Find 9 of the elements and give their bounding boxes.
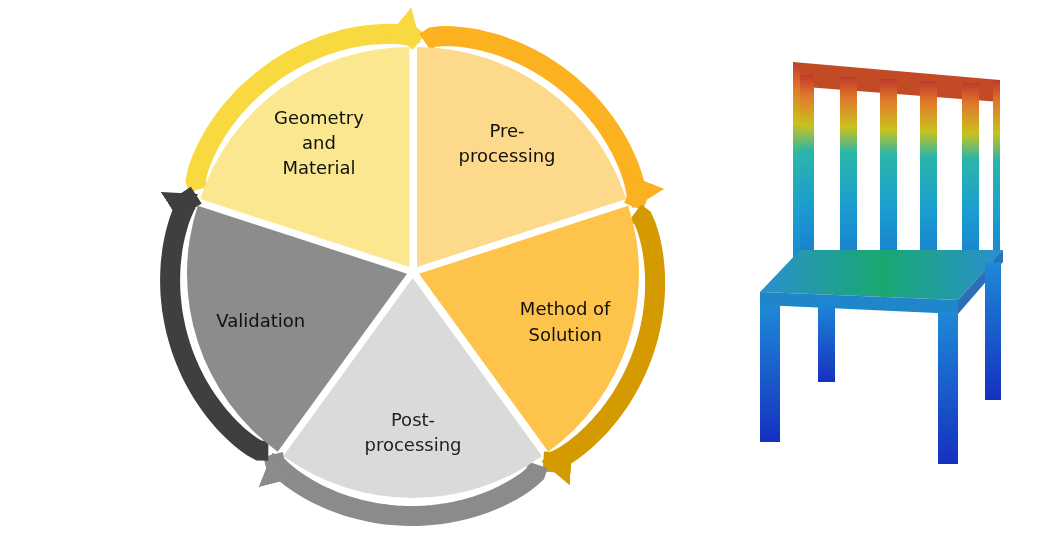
sector-label: Pre- processing [457, 118, 557, 168]
curved-arrow [541, 204, 666, 486]
curved-arrow [160, 186, 270, 461]
sector-label: Validation [215, 309, 307, 334]
curved-arrow [419, 26, 665, 211]
sector-label: Post- processing [363, 407, 463, 457]
curved-arrow [258, 452, 548, 526]
sector-label: Method of Solution [518, 297, 612, 347]
sector-label: Geometry and Material [273, 105, 365, 181]
